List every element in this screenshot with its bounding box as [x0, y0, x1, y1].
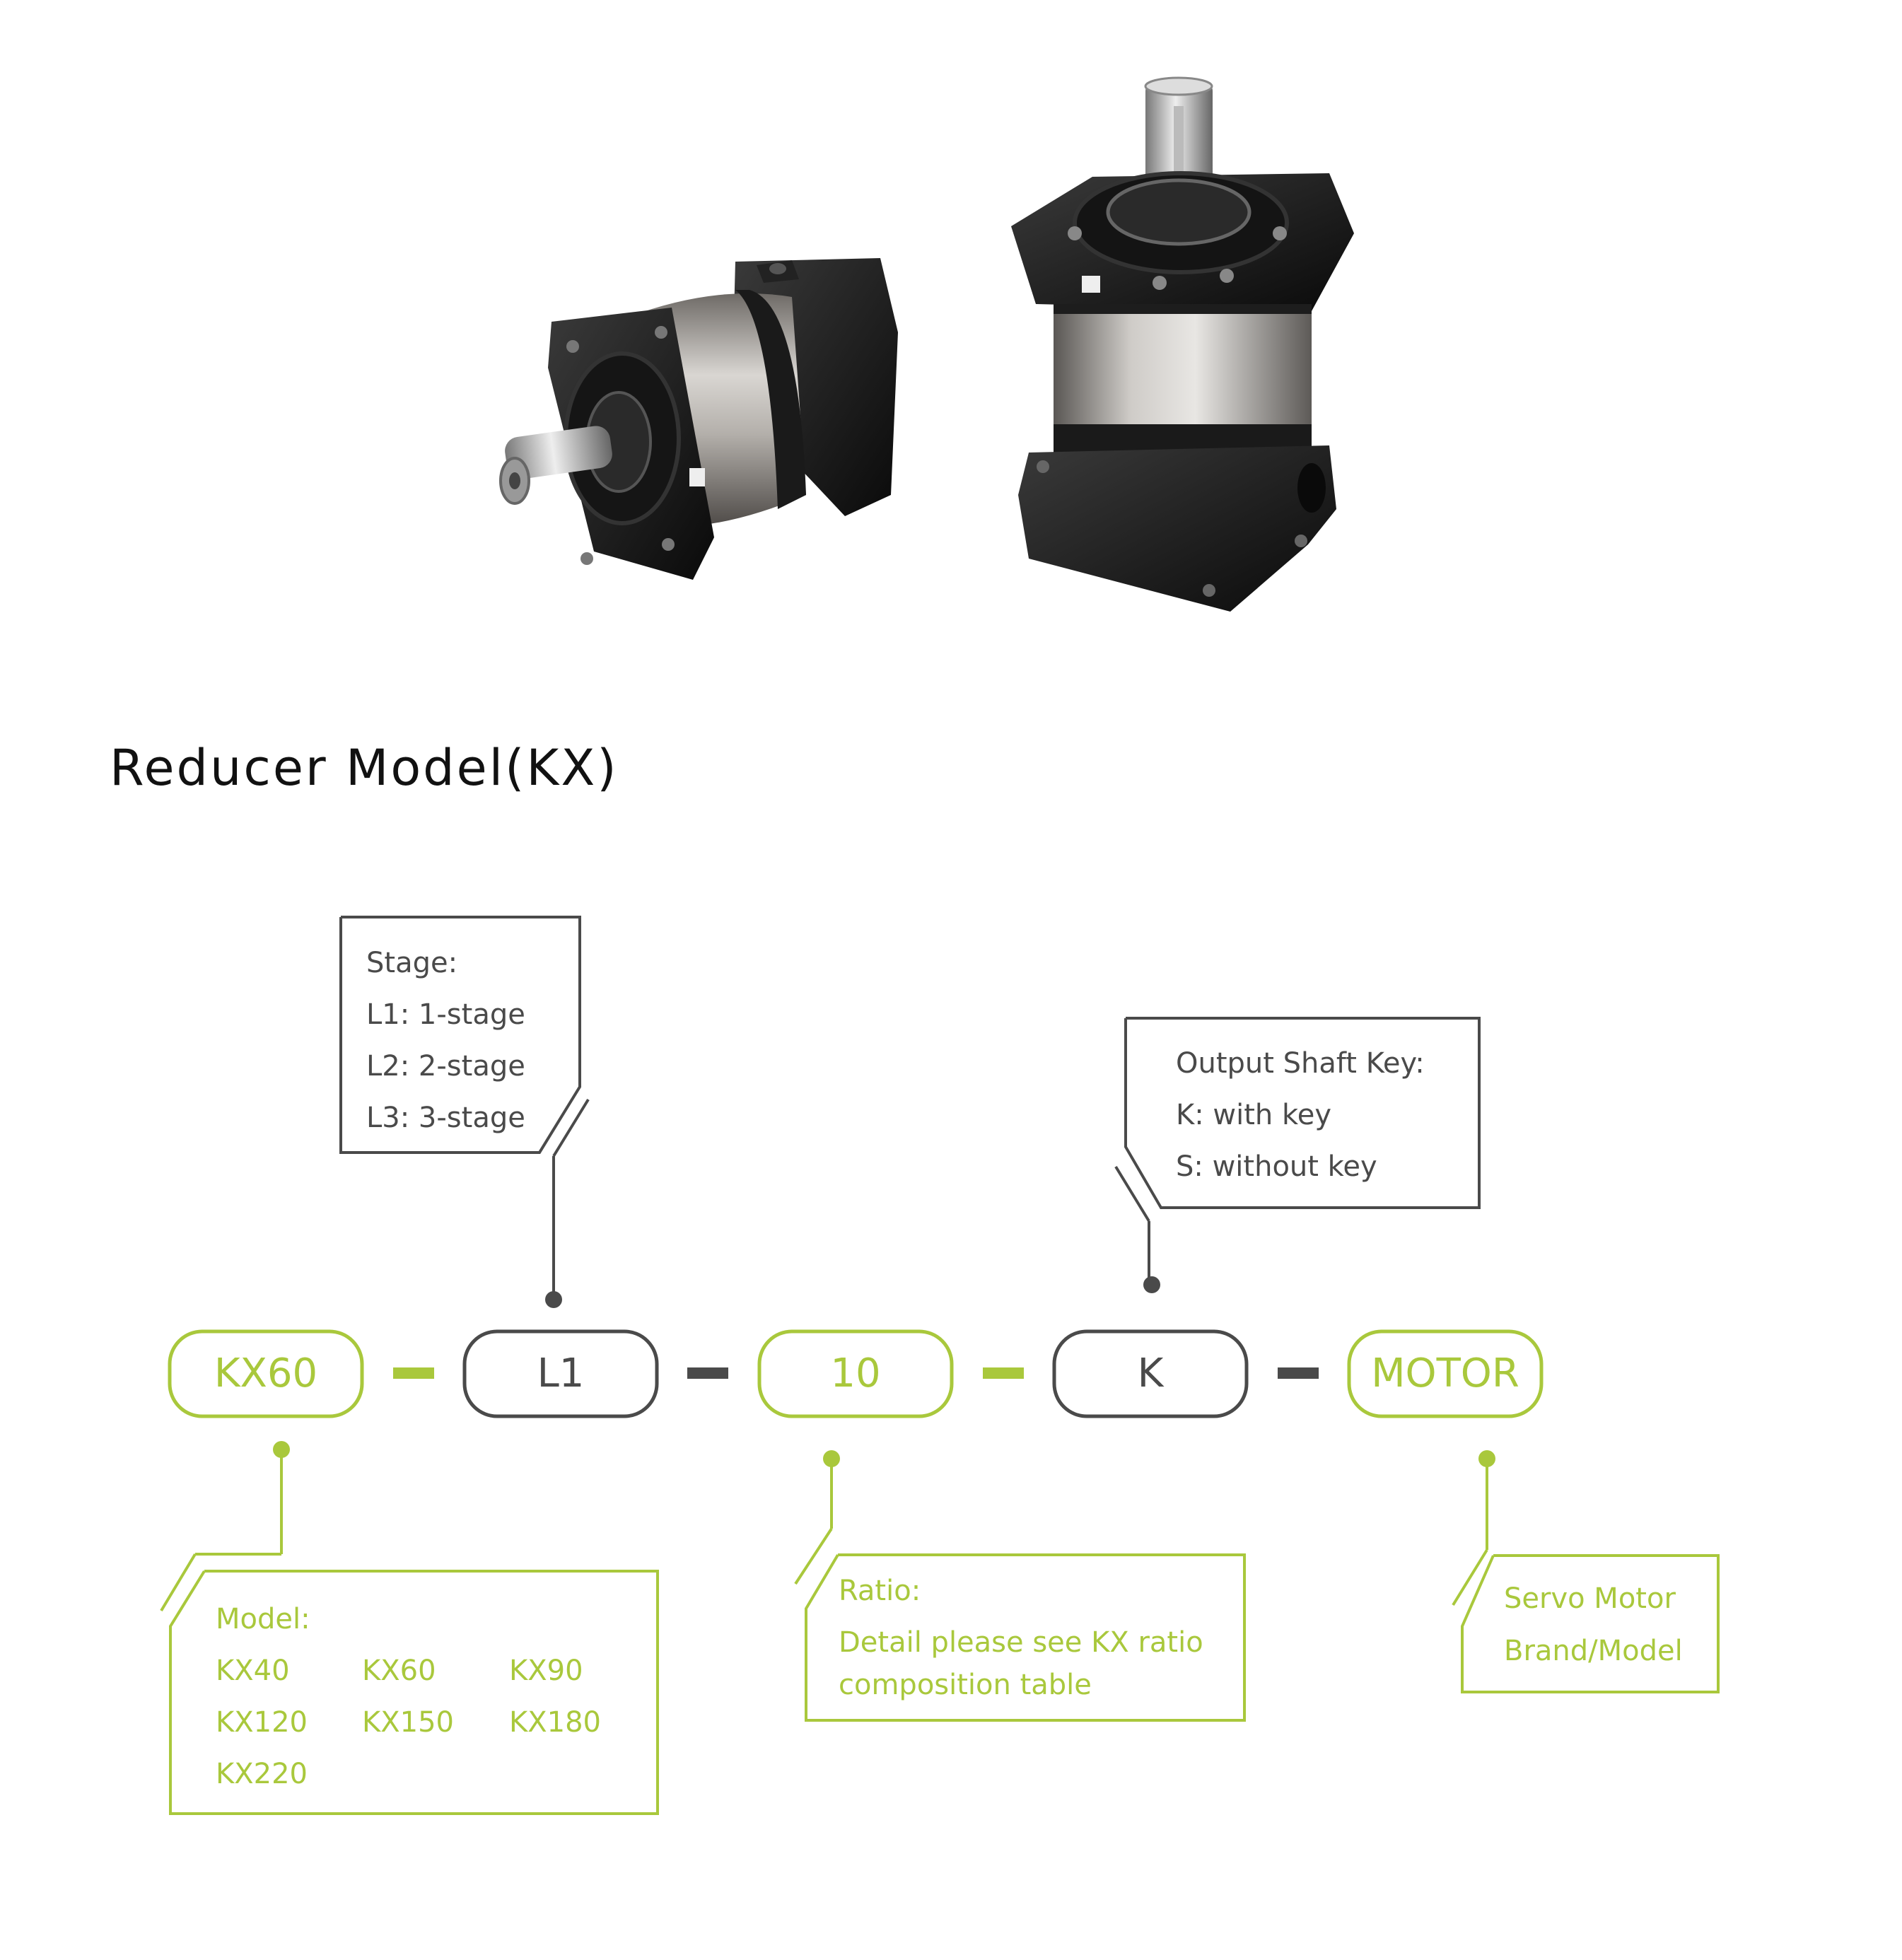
segment-stage-pill [462, 1329, 659, 1418]
gearbox-vertical-image [1011, 76, 1354, 612]
separator-4 [1278, 1367, 1319, 1379]
shaft-key-connector-dot [1143, 1276, 1160, 1293]
motor-line-0: Servo Motor [1504, 1582, 1676, 1615]
shaft-key-callout: Output Shaft Key: K: with key S: without… [1114, 1017, 1481, 1293]
ratio-line-1: Detail please see KX ratio [839, 1626, 1203, 1659]
stage-line-3: L3: 3-stage [366, 1102, 525, 1134]
gearbox-horizontal-image [499, 258, 898, 580]
segment-key-pill [1052, 1329, 1249, 1418]
stage-line-1: L1: 1-stage [366, 998, 525, 1031]
model-item: KX90 [509, 1655, 583, 1687]
stage-line-2: L2: 2-stage [366, 1050, 525, 1083]
model-item: KX40 [216, 1655, 290, 1687]
segment-key-text: K [1138, 1351, 1165, 1396]
stage-callout: Stage: L1: 1-stage L2: 2-stage L3: 3-sta… [339, 916, 590, 1308]
segment-ratio-pill [757, 1329, 954, 1418]
ratio-callout: Ratio: Detail please see KX ratio compos… [794, 1450, 1246, 1722]
page-title: Reducer Model(KX) [110, 739, 619, 797]
shaft-key-line-2: S: without key [1176, 1150, 1377, 1183]
separator-1 [393, 1367, 434, 1379]
shaft-key-line-1: K: with key [1176, 1099, 1331, 1131]
model-item: KX150 [362, 1706, 454, 1739]
segment-ratio-text: 10 [830, 1351, 880, 1396]
segment-motor-text: MOTOR [1371, 1351, 1519, 1396]
motor-line-1: Brand/Model [1504, 1635, 1683, 1667]
ratio-line-0: Ratio: [839, 1575, 921, 1607]
kp-logo-1 [689, 468, 705, 486]
segment-model-text: KX60 [214, 1351, 317, 1396]
separator-2 [687, 1367, 728, 1379]
ratio-line-2: composition table [839, 1669, 1092, 1701]
code-segments: KX60 L1 10 K MOTOR [168, 1329, 1544, 1418]
model-heading: Model: [216, 1603, 310, 1635]
separator-3 [983, 1367, 1024, 1379]
model-item: KX220 [216, 1758, 308, 1790]
segment-motor-pill [1347, 1329, 1544, 1418]
segment-model-pill [168, 1329, 364, 1418]
model-callout: Model: KX40 KX60 KX90 KX120 KX150 KX180 … [160, 1441, 659, 1815]
kp-logo-2 [1082, 276, 1100, 293]
model-item: KX180 [509, 1706, 601, 1739]
segment-stage-text: L1 [537, 1351, 585, 1396]
model-item: KX60 [362, 1655, 436, 1687]
stage-connector-dot [545, 1291, 562, 1308]
stage-line-0: Stage: [366, 947, 457, 979]
model-item: KX120 [216, 1706, 308, 1739]
motor-callout: Servo Motor Brand/Model [1452, 1450, 1720, 1693]
shaft-key-line-0: Output Shaft Key: [1176, 1047, 1425, 1080]
